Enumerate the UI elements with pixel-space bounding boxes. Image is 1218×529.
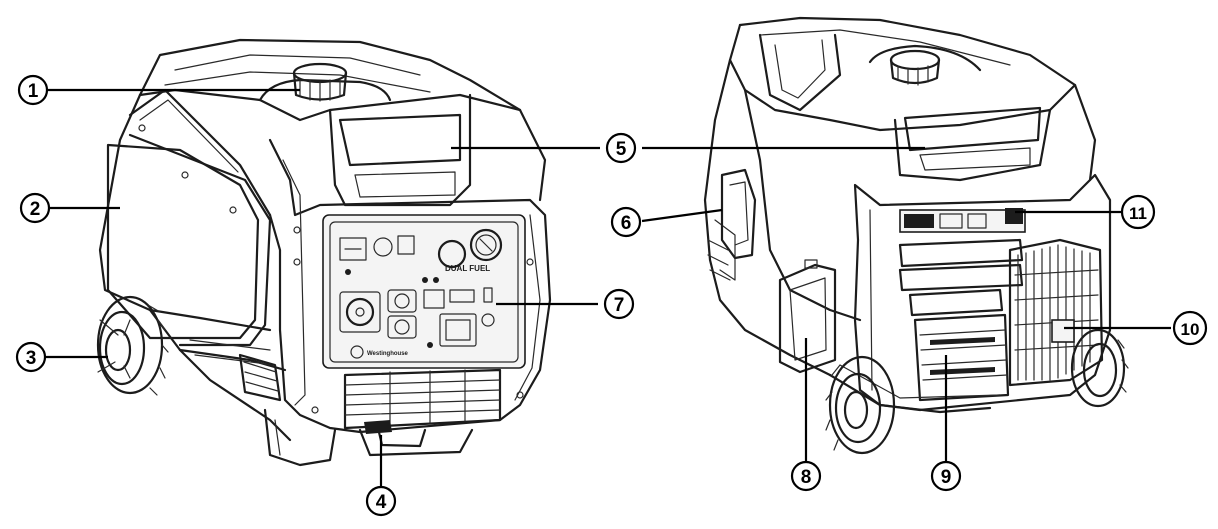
generator-front-view: DUAL FUEL Westinghouse (96, 38, 552, 467)
svg-text:2: 2 (30, 199, 41, 220)
callout-3: 3 (15, 341, 47, 373)
side-handle (720, 168, 757, 260)
twist-lock-outlet (339, 291, 381, 333)
callout-4: 4 (365, 485, 397, 517)
callout-9: 9 (930, 460, 962, 492)
wheel-rear-right (1070, 328, 1129, 408)
callout-leaders (45, 88, 1171, 487)
callout-2: 2 (19, 192, 51, 224)
svg-text:5: 5 (616, 139, 627, 160)
callout-10: 10 (1172, 310, 1208, 346)
callout-1: 1 (17, 74, 49, 106)
generator-rear-view (703, 16, 1129, 455)
usb-port (483, 287, 493, 303)
callout-8: 8 (790, 460, 822, 492)
svg-text:10: 10 (1181, 320, 1200, 339)
wheel-front (96, 295, 169, 396)
brand-label: Westinghouse (367, 351, 409, 357)
callout-6: 6 (610, 206, 642, 238)
svg-text:1: 1 (28, 81, 39, 102)
svg-text:3: 3 (26, 348, 37, 369)
dual-fuel-label: DUAL FUEL (445, 264, 490, 273)
svg-text:8: 8 (801, 467, 812, 488)
svg-text:4: 4 (376, 492, 387, 513)
svg-text:7: 7 (614, 295, 625, 316)
muffler-grille (1008, 238, 1104, 387)
rear-grille (913, 313, 1010, 402)
callout-5: 5 (605, 132, 637, 164)
svg-text:6: 6 (621, 213, 632, 234)
svg-text:9: 9 (941, 467, 952, 488)
side-access-cover (778, 263, 837, 374)
callout-11: 11 (1120, 194, 1156, 230)
svg-text:11: 11 (1129, 204, 1147, 223)
wheel-rear-left (825, 355, 896, 455)
spark-arrestor (1051, 319, 1075, 343)
display-screen (439, 313, 477, 347)
callout-7: 7 (603, 288, 635, 320)
rear-port (1005, 208, 1023, 224)
household-outlet-top (387, 289, 417, 313)
household-outlet-bottom (387, 315, 417, 339)
